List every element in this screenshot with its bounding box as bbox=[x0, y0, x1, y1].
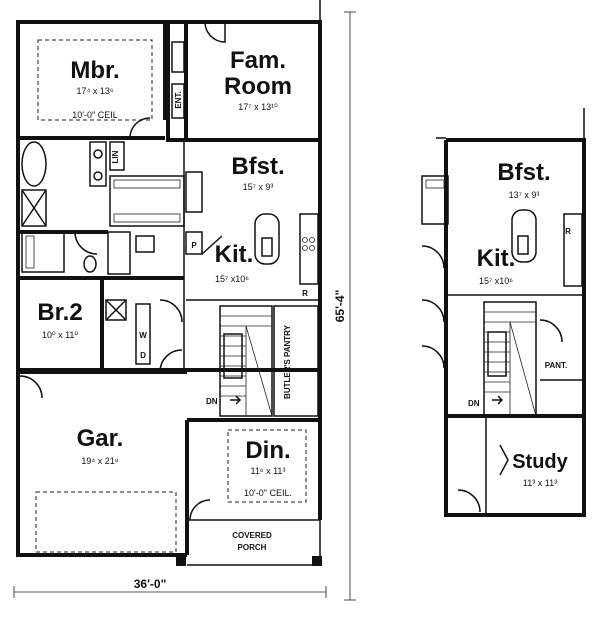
width-dimension: 36'-0" bbox=[134, 577, 167, 591]
alt-door-swing-3 bbox=[421, 345, 445, 369]
laundry-door-swing bbox=[159, 349, 183, 373]
kitchen-counter bbox=[299, 213, 319, 285]
room-size-gar: 19⁴ x 21⁸ bbox=[81, 456, 118, 466]
br2-door-swing bbox=[159, 299, 183, 323]
hall-sink bbox=[135, 235, 155, 253]
garage-door bbox=[35, 491, 177, 553]
garage-door-swing bbox=[19, 375, 43, 399]
alt-door-swing-1 bbox=[421, 245, 445, 269]
depth-dimension: 65'-4" bbox=[333, 290, 347, 323]
bathtub bbox=[21, 141, 47, 187]
room-name-mbr: Mbr. bbox=[70, 57, 119, 84]
porch-column-left bbox=[176, 556, 186, 566]
room-name-kit: Kit. bbox=[215, 241, 254, 268]
room-name-gar: Gar. bbox=[77, 425, 124, 452]
main-floor-plan bbox=[16, 0, 322, 566]
alt-door-swing-2 bbox=[421, 299, 445, 323]
shower bbox=[21, 189, 47, 227]
room-size-study: 11³ x 11³ bbox=[523, 478, 557, 488]
garage-outer-wall bbox=[16, 370, 187, 557]
alt-stairs-down-arrow bbox=[492, 395, 504, 405]
mbr-door-swing bbox=[129, 117, 151, 139]
dining-door-swing bbox=[189, 499, 211, 521]
porch-label-1: COVERED bbox=[232, 531, 272, 540]
closet-br2 bbox=[21, 231, 65, 273]
alt-room-name-bfst: Bfst. bbox=[497, 159, 550, 186]
mbr-ceiling-outline bbox=[37, 39, 153, 121]
dn-label: DN bbox=[206, 397, 218, 406]
room-name-fam-1: Fam. bbox=[230, 47, 286, 74]
range-label: R bbox=[302, 289, 308, 298]
room-name-br2: Br.2 bbox=[37, 299, 82, 326]
fam-door-swing bbox=[204, 21, 226, 43]
vanity bbox=[89, 141, 107, 187]
linen-closet bbox=[109, 141, 125, 171]
room-size-kit: 15⁷ x10⁶ bbox=[215, 274, 249, 284]
alt-pantry-label: PANT. bbox=[545, 361, 568, 370]
alt-room-size-bfst: 13⁷ x 9³ bbox=[509, 190, 540, 200]
room-size-br2: 10⁰ x 11⁰ bbox=[42, 330, 78, 340]
alt-entry-door bbox=[457, 489, 481, 513]
room-size-mbr: 17⁴ x 13⁶ bbox=[76, 86, 113, 96]
porch-label-2: PORCH bbox=[238, 543, 267, 552]
linen-label: LIN bbox=[111, 150, 120, 163]
fireplace-wall bbox=[166, 20, 188, 142]
room-name-bfst: Bfst. bbox=[231, 153, 284, 180]
alt-range-label: R bbox=[565, 227, 571, 236]
alt-pantry-door bbox=[539, 319, 563, 343]
study-door bbox=[499, 444, 509, 476]
bfst-counter bbox=[185, 171, 203, 213]
butlers-pantry-label: BUTLER'S PANTRY bbox=[283, 324, 292, 399]
fireplace bbox=[171, 41, 185, 73]
alt-kitchen-counter bbox=[563, 213, 583, 287]
dimension-lines bbox=[13, 11, 356, 601]
alt-kitchen-island bbox=[511, 209, 537, 263]
entertainment-center bbox=[171, 83, 185, 119]
hall-tub bbox=[107, 231, 131, 275]
laundry bbox=[135, 303, 151, 365]
alt-room-size-kit: 15⁷ x10⁶ bbox=[479, 276, 513, 286]
dryer-label: D bbox=[140, 351, 146, 360]
pantry-p-label: P bbox=[191, 241, 197, 250]
alt-dn-label: DN bbox=[468, 399, 480, 408]
room-size-bfst: 15⁷ x 9³ bbox=[243, 182, 274, 192]
dining-ceiling-outline bbox=[227, 429, 307, 503]
alt-stair-rail bbox=[487, 331, 507, 377]
room-size-din: 11⁶ x 11³ bbox=[251, 466, 286, 476]
br2-closet bbox=[105, 299, 127, 321]
toilet bbox=[83, 255, 97, 273]
washer-label: W bbox=[139, 331, 147, 340]
stair-rail bbox=[223, 333, 243, 379]
pantry-door bbox=[201, 235, 223, 255]
alt-outer-wall bbox=[444, 138, 586, 517]
room-note-din: 10'-0" CEIL. bbox=[244, 488, 292, 498]
kitchen-island bbox=[254, 213, 280, 265]
alternate-floor-plan bbox=[421, 108, 586, 517]
butlers-pantry bbox=[273, 305, 319, 417]
stairs-down-arrow bbox=[230, 395, 242, 405]
alt-room-name-kit: Kit. bbox=[477, 245, 516, 272]
pantry bbox=[185, 231, 203, 255]
alt-bfst-counter bbox=[421, 175, 449, 225]
room-name-fam-2: Room bbox=[224, 73, 292, 100]
porch-column-right bbox=[312, 556, 322, 566]
room-name-din: Din. bbox=[245, 437, 290, 464]
room-name-study: Study bbox=[512, 451, 568, 473]
ent-label: ENT. bbox=[174, 91, 183, 108]
room-size-fam: 17⁷ x 13¹⁰ bbox=[238, 102, 278, 112]
room-note-mbr: 10'-0" CEIL bbox=[72, 110, 117, 120]
bath-door-swing bbox=[74, 231, 98, 255]
